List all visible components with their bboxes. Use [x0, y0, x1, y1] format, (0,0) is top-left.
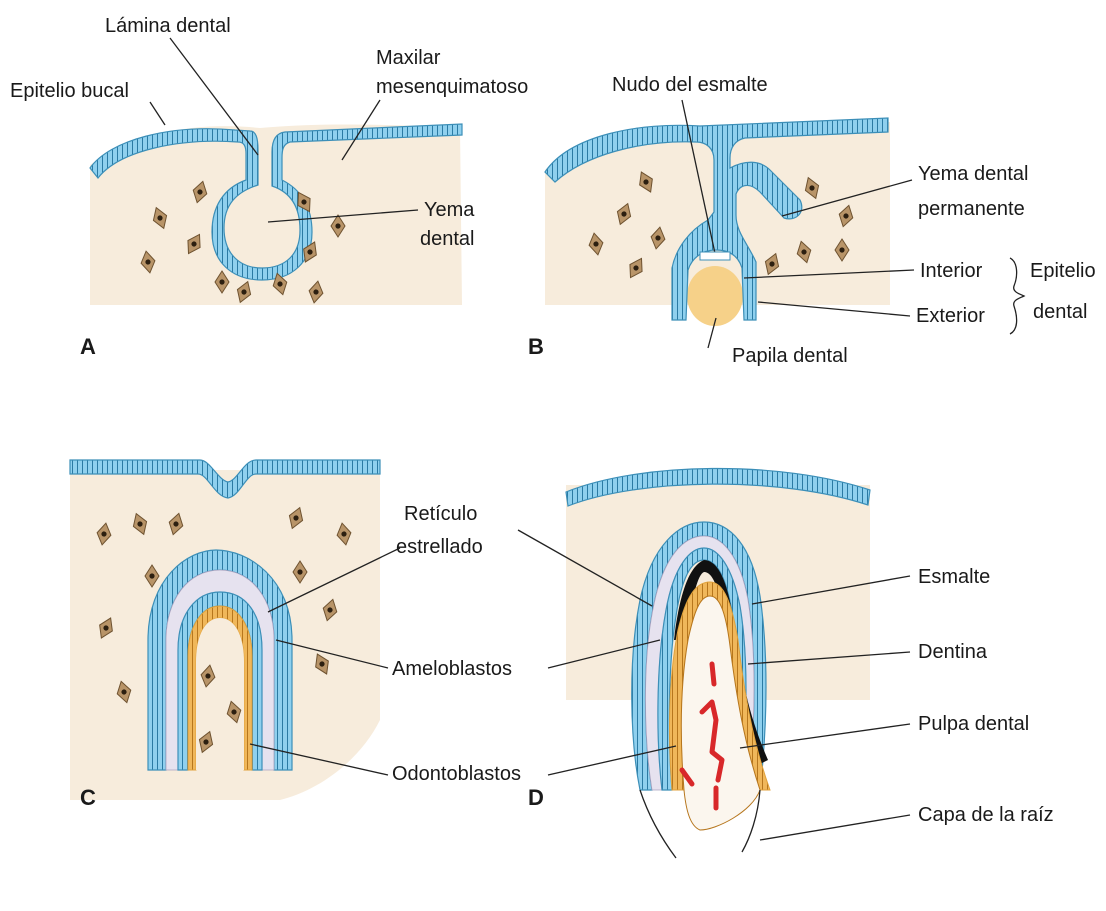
label-ameloblastos: Ameloblastos	[392, 658, 512, 680]
label-yema-permanente-1: Yema dental	[918, 163, 1028, 185]
label-epitelio-dental-1: Epitelio	[1030, 260, 1096, 282]
panel-c: C Retículo estrellado Ameloblastos Odont…	[70, 460, 521, 810]
label-nudo-esmalte: Nudo del esmalte	[612, 74, 768, 96]
label-papila-dental: Papila dental	[732, 345, 848, 367]
leader-epitelio-bucal	[150, 102, 165, 125]
label-odontoblastos: Odontoblastos	[392, 763, 521, 785]
label-yema-2: dental	[420, 228, 475, 250]
panel-label-b: B	[528, 334, 544, 359]
label-reticulo-2: estrellado	[396, 536, 483, 558]
label-epitelio-dental-2: dental	[1033, 301, 1088, 323]
root-sheath-left	[640, 790, 676, 858]
dental-papilla-b	[687, 266, 743, 326]
label-maxilar-2: mesenquimatoso	[376, 76, 528, 98]
label-yema-1: Yema	[424, 199, 475, 221]
brace-epitelio-dental	[1010, 258, 1024, 334]
label-epitelio-bucal: Epitelio bucal	[10, 80, 129, 102]
panel-label-c: C	[80, 785, 96, 810]
label-yema-permanente-2: permanente	[918, 198, 1025, 220]
label-interior: Interior	[920, 260, 983, 282]
label-capa-raiz: Capa de la raíz	[918, 804, 1054, 826]
panel-label-a: A	[80, 334, 96, 359]
vessel-1	[712, 664, 714, 684]
label-pulpa-dental: Pulpa dental	[918, 713, 1029, 735]
panel-a: A Lámina dental Epitelio bucal Maxilar m…	[10, 15, 528, 359]
panel-b: B Nudo del esmalte Yema dental permanent…	[528, 74, 1096, 367]
panel-label-d: D	[528, 785, 544, 810]
label-lamina-dental: Lámina dental	[105, 15, 231, 37]
leader-capa-raiz	[760, 815, 910, 840]
label-exterior: Exterior	[916, 305, 985, 327]
label-dentina: Dentina	[918, 641, 988, 663]
enamel-knot-b	[700, 252, 730, 260]
panel-d: D Esmalte Dentina Pulpa dental Capa de l…	[518, 468, 1054, 858]
label-maxilar-1: Maxilar	[376, 47, 441, 69]
label-esmalte: Esmalte	[918, 566, 990, 588]
label-reticulo-1: Retículo	[404, 503, 477, 525]
